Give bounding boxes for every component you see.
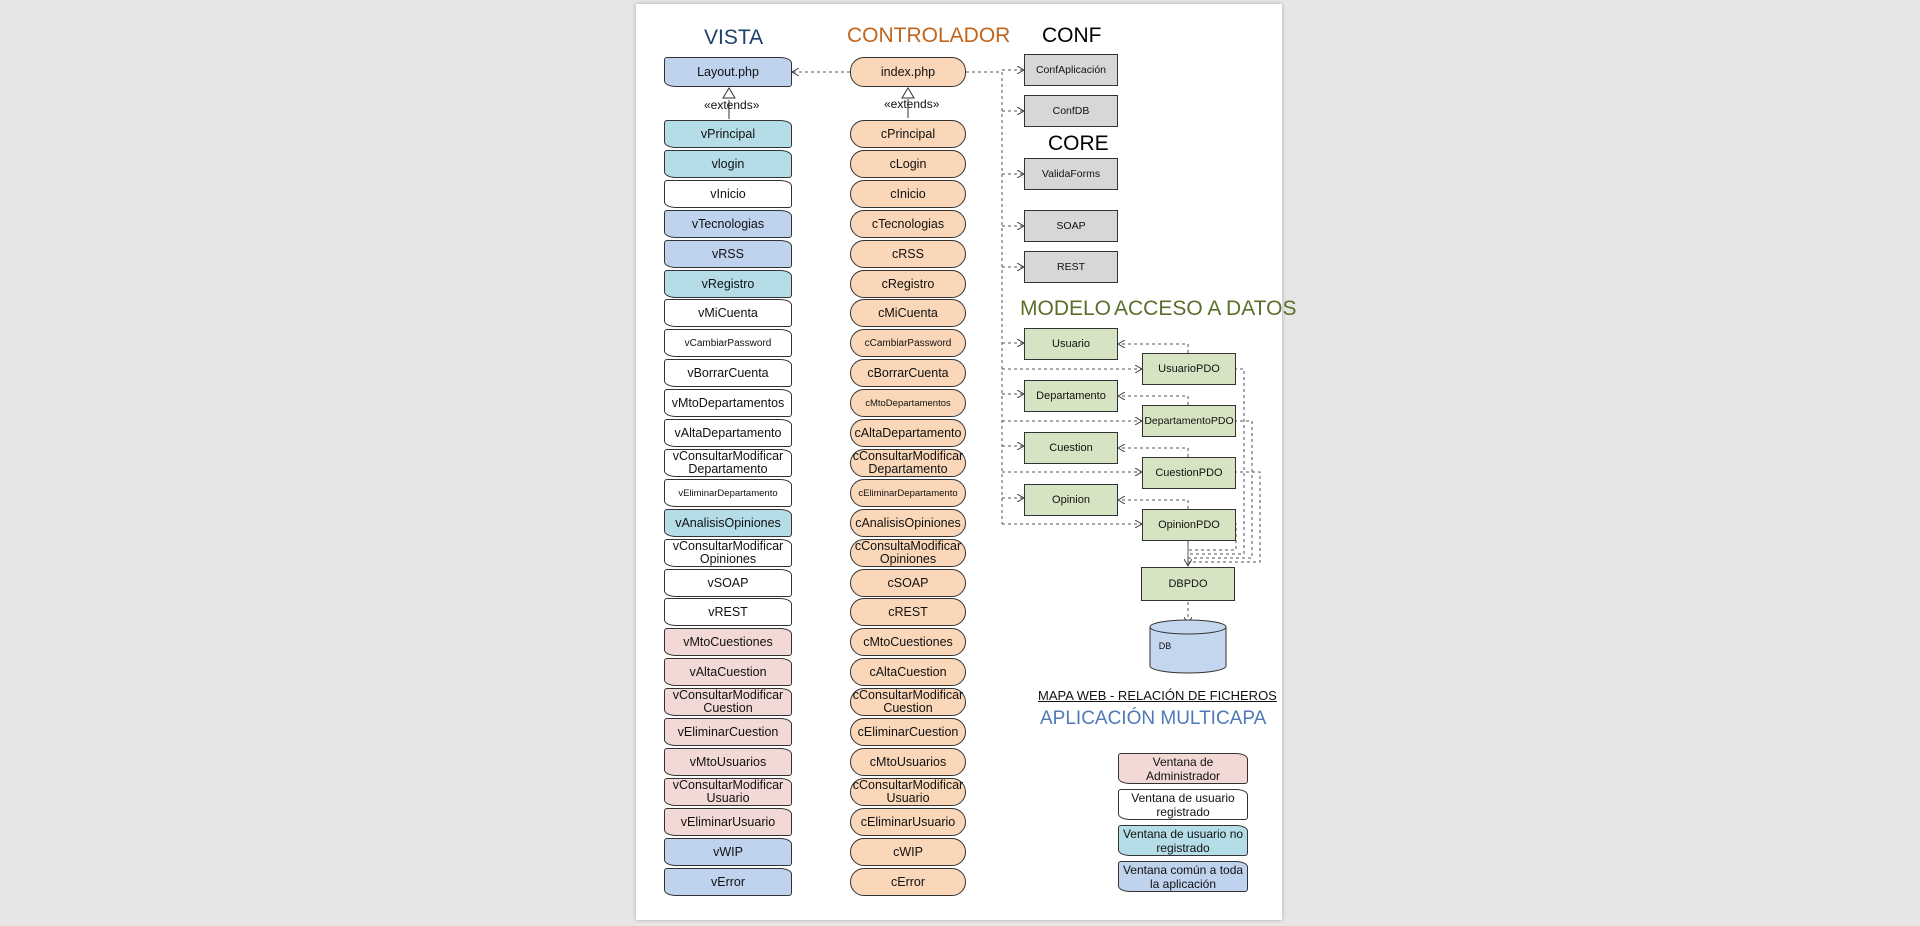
controlador-box: cRSS [850, 240, 966, 268]
connector-lines [722, 4, 1261, 674]
vista-box: vConsultarModificar Usuario [664, 778, 792, 806]
core-heading: CORE [1048, 132, 1109, 155]
opinion-pdo-box: OpinionPDO [1142, 509, 1236, 541]
controlador-box: cInicio [850, 180, 966, 208]
controlador-heading: CONTROLADOR [847, 24, 1011, 47]
vista-box: vEliminarUsuario [664, 808, 792, 836]
vista-box: vEliminarDepartamento [664, 479, 792, 507]
layout-php-box: Layout.php [664, 57, 792, 87]
controlador-box: cBorrarCuenta [850, 359, 966, 387]
vista-box: vMtoDepartamentos [664, 389, 792, 417]
controlador-box: cAnalisisOpiniones [850, 509, 966, 537]
conf-db-box: ConfDB [1024, 95, 1118, 127]
vista-box: vInicio [664, 180, 792, 208]
vista-box: vConsultarModificar Cuestion [664, 688, 792, 716]
controlador-box: cLogin [850, 150, 966, 178]
controlador-box: cREST [850, 598, 966, 626]
vista-box: vConsultarModificar Departamento [664, 449, 792, 477]
vista-heading: VISTA [704, 26, 764, 49]
modelo-opinion-box: Opinion [1024, 484, 1118, 516]
database-cylinder [1149, 619, 1227, 674]
conf-aplicacion-box: ConfAplicación [1024, 54, 1118, 86]
controlador-extends-label: «extends» [884, 97, 940, 111]
diagram-page: VISTA CONTROLADOR CONF CORE MODELO ACCES… [636, 4, 1296, 920]
dbpdo-box: DBPDO [1141, 567, 1235, 601]
valida-forms-box: ValidaForms [1024, 158, 1118, 190]
controlador-box: cMiCuenta [850, 299, 966, 327]
departamento-pdo-box: DepartamentoPDO [1142, 405, 1236, 437]
controlador-box: cRegistro [850, 270, 966, 298]
vista-box: vlogin [664, 150, 792, 178]
vista-box: vAnalisisOpiniones [664, 509, 792, 537]
mapa-web-title: MAPA WEB - RELACIÓN DE FICHEROS [1038, 688, 1277, 703]
legend-ventana-comun: Ventana común a toda la aplicación [1118, 861, 1248, 892]
vista-box: vAltaCuestion [664, 658, 792, 686]
controlador-box: cConsultarModificar Cuestion [850, 688, 966, 716]
controlador-box: cSOAP [850, 569, 966, 597]
vista-extends-label: «extends» [704, 98, 760, 112]
vista-box: vRegistro [664, 270, 792, 298]
controlador-box: cAltaCuestion [850, 658, 966, 686]
rest-box: REST [1024, 251, 1118, 283]
controlador-box: cAltaDepartamento [850, 419, 966, 447]
conf-heading: CONF [1042, 24, 1102, 47]
vista-box: vAltaDepartamento [664, 419, 792, 447]
vista-box: vMiCuenta [664, 299, 792, 327]
controlador-box: cTecnologias [850, 210, 966, 238]
db-label: DB [1158, 641, 1172, 651]
controlador-box: cCambiarPassword [850, 329, 966, 357]
acceso-datos-heading: ACCESO A DATOS [1114, 297, 1297, 320]
vista-box: vMtoUsuarios [664, 748, 792, 776]
modelo-cuestion-box: Cuestion [1024, 432, 1118, 464]
modelo-heading: MODELO [1020, 297, 1112, 320]
legend-administrador: Ventana de Administrador [1118, 753, 1248, 784]
controlador-box: cWIP [850, 838, 966, 866]
soap-box: SOAP [1024, 210, 1118, 242]
controlador-box: cMtoCuestiones [850, 628, 966, 656]
vista-box: vMtoCuestiones [664, 628, 792, 656]
controlador-box: cMtoUsuarios [850, 748, 966, 776]
controlador-box: cConsultaModificar Opiniones [850, 539, 966, 567]
vista-box: vSOAP [664, 569, 792, 597]
vista-box: vEliminarCuestion [664, 718, 792, 746]
controlador-box: cConsultarModificar Usuario [850, 778, 966, 806]
controlador-box: cEliminarUsuario [850, 808, 966, 836]
controlador-box: cEliminarDepartamento [850, 479, 966, 507]
vista-box: vConsultarModificar Opiniones [664, 539, 792, 567]
vista-box: vREST [664, 598, 792, 626]
vista-box: vPrincipal [664, 120, 792, 148]
controlador-box: cPrincipal [850, 120, 966, 148]
index-php-box: index.php [850, 57, 966, 87]
vista-box: vTecnologias [664, 210, 792, 238]
legend-usuario-registrado: Ventana de usuario registrado [1118, 789, 1248, 820]
aplicacion-multicapa-title: APLICACIÓN MULTICAPA [1040, 708, 1267, 729]
usuario-pdo-box: UsuarioPDO [1142, 353, 1236, 385]
vista-box: vBorrarCuenta [664, 359, 792, 387]
modelo-departamento-box: Departamento [1024, 380, 1118, 412]
controlador-box: cMtoDepartamentos [850, 389, 966, 417]
cuestion-pdo-box: CuestionPDO [1142, 457, 1236, 489]
controlador-box: cEliminarCuestion [850, 718, 966, 746]
legend-usuario-no-registrado: Ventana de usuario no registrado [1118, 825, 1248, 856]
vista-box: vCambiarPassword [664, 329, 792, 357]
vista-box: vError [664, 868, 792, 896]
vista-box: vRSS [664, 240, 792, 268]
controlador-box: cError [850, 868, 966, 896]
controlador-box: cConsultarModificar Departamento [850, 449, 966, 477]
modelo-usuario-box: Usuario [1024, 328, 1118, 360]
vista-box: vWIP [664, 838, 792, 866]
